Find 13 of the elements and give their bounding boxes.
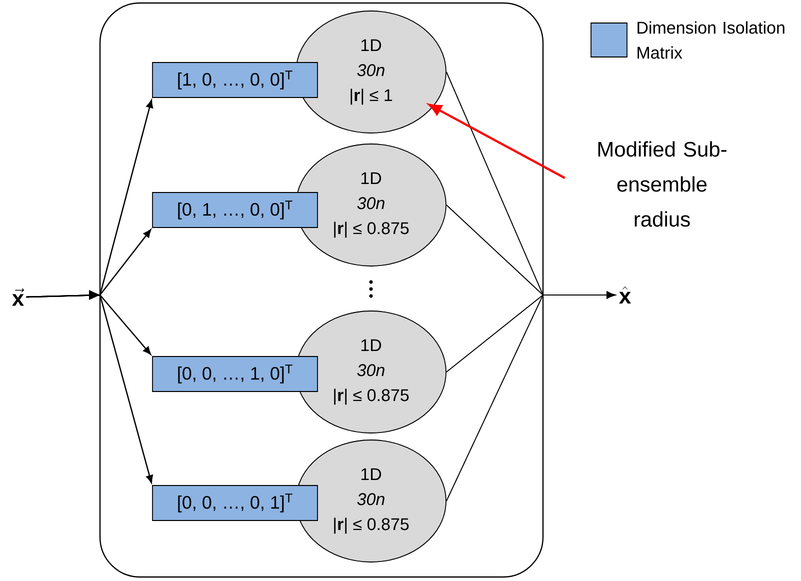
matrix-box: [0, 0, …, 1, 0]$^{T}$ bbox=[152, 356, 318, 392]
connector-line bbox=[446, 291, 616, 502]
annotation-text: Modified Sub-ensemble radius bbox=[598, 141, 726, 227]
container-box bbox=[99, 2, 544, 578]
legend-text: Dimension Isolation Matrix bbox=[638, 21, 784, 59]
vector-symbol: $\hat{\mathbf{x}}$ bbox=[619, 286, 631, 304]
matrix-box: [0, 0, …, 0, 1]$^{T}$ bbox=[152, 485, 318, 521]
arrow bbox=[26, 294, 153, 484]
matrix-box: [1, 0, …, 0, 0]$^{T}$ bbox=[152, 62, 318, 98]
vector-symbol: $\vec{\mathbf{x}}$ bbox=[12, 288, 24, 306]
matrix-box: [0, 1, …, 0, 0]$^{T}$ bbox=[152, 192, 318, 228]
arrowhead bbox=[89, 290, 100, 300]
leader-line bbox=[428, 104, 566, 179]
